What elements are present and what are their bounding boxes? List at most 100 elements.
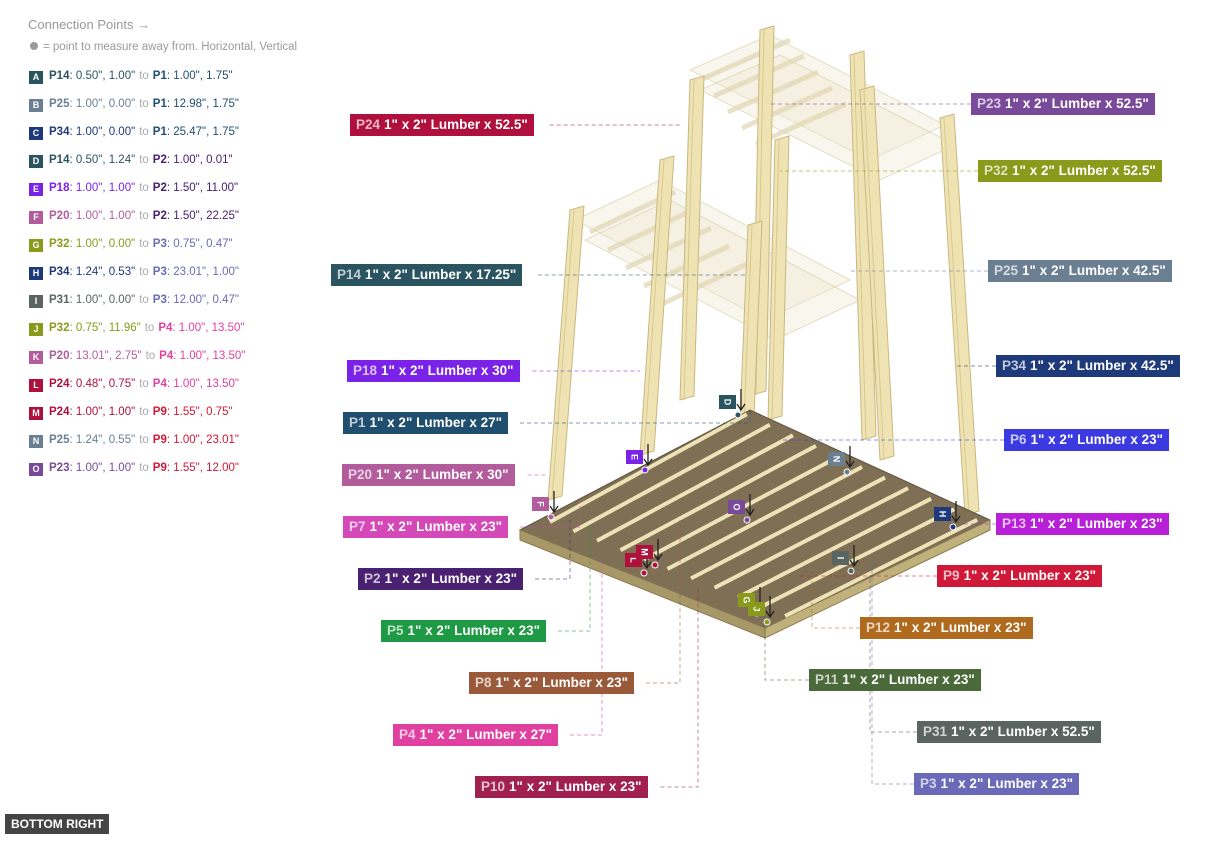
- part-id: P12: [866, 620, 891, 635]
- deck-edge-right: [764, 519, 991, 639]
- down-arrow-icon: [951, 501, 961, 524]
- connection-letter-badge: B: [29, 99, 43, 112]
- ghost-slat: [740, 85, 834, 131]
- connection-to-part: P9: [152, 434, 167, 446]
- post-edge: [743, 224, 753, 421]
- connection-to-coords: 1.55", 0.75": [173, 406, 233, 418]
- connection-to-part: P3: [152, 294, 167, 306]
- connection-marker[interactable]: J: [748, 596, 775, 626]
- part-id: P14: [337, 267, 362, 282]
- connection-to-coords: 12.98", 1.75": [173, 98, 239, 110]
- connection-from-part: P31: [49, 294, 70, 306]
- deck-slat: [737, 496, 933, 600]
- connection-marker[interactable]: F: [532, 491, 559, 521]
- part-id: P4: [399, 727, 416, 742]
- connection-marker-letter: E: [630, 454, 640, 460]
- connection-to-word: to: [139, 126, 149, 138]
- connection-from-part: P32: [49, 322, 70, 334]
- part-id: P24: [356, 117, 381, 132]
- connection-marker[interactable]: O: [728, 494, 755, 524]
- part-desc: 1" x 2" Lumber x 17.25": [365, 267, 517, 282]
- connection-to-word: to: [139, 294, 149, 306]
- connection-to-part: P1: [152, 98, 167, 110]
- part-desc: 1" x 2" Lumber x 23": [369, 519, 503, 534]
- connection-marker[interactable]: E: [626, 444, 653, 474]
- frame-structure: [518, 25, 992, 639]
- part-id: P11: [815, 672, 839, 687]
- connection-marker-badge: [934, 507, 951, 521]
- connection-from: P23: 1.00", 1.00": [49, 462, 136, 474]
- post-edge: [643, 159, 665, 456]
- part-id: P7: [349, 519, 366, 534]
- connection-from-part: P25: [49, 98, 70, 110]
- down-arrow-icon: [549, 491, 559, 514]
- connection-from-coords: 1.00", 0.00": [75, 126, 136, 138]
- connection-letter-badge: I: [29, 295, 43, 308]
- connection-marker[interactable]: M: [636, 539, 663, 569]
- ghost-slat: [698, 37, 792, 83]
- connection-marker-badge: [626, 450, 643, 464]
- measure-point-icon: [743, 516, 751, 524]
- connection-marker[interactable]: N: [828, 446, 855, 476]
- part-desc: 1" x 2" Lumber x 30": [381, 363, 514, 378]
- connection-to: P1: 25.47", 1.75": [152, 126, 239, 138]
- connection-marker-letter: J: [752, 606, 762, 611]
- part-desc: 1" x 2" Lumber x 52.5": [1012, 163, 1156, 178]
- connection-from-part: P14: [49, 154, 70, 166]
- connection-to-word: to: [139, 154, 149, 166]
- connection-from-part: P25: [49, 434, 70, 446]
- connection-marker[interactable]: I: [832, 545, 859, 575]
- connection-to: P4: 1.00", 13.50": [152, 378, 239, 390]
- deck-slat: [666, 465, 863, 571]
- measure-point-icon: [641, 466, 649, 474]
- connection-marker[interactable]: H: [934, 501, 961, 531]
- connection-to-part: P1: [152, 126, 167, 138]
- view-label[interactable]: BOTTOM RIGHT: [5, 814, 110, 834]
- part-desc: 1" x 2" Lumber x 23": [509, 779, 642, 794]
- connection-to-coords: 0.75", 0.47": [173, 238, 233, 250]
- connection-marker[interactable]: D: [719, 389, 746, 419]
- part-id: P34: [1002, 358, 1027, 373]
- deck-slat: [760, 507, 956, 609]
- connection-marker-badge: [832, 551, 849, 565]
- deck-slat: [619, 444, 817, 552]
- connection-from: P32: 1.00", 0.00": [49, 238, 136, 250]
- connection-from-part: P32: [49, 238, 70, 250]
- part-id: P6: [1010, 432, 1027, 447]
- connection-from-coords: 1.00", 0.00": [75, 294, 136, 306]
- connection-letter-badge: N: [29, 435, 43, 448]
- part-desc: 1" x 2" Lumber x 52.5": [384, 117, 528, 132]
- connection-from-coords: 1.00", 1.00": [75, 406, 136, 418]
- part-id: P9: [943, 568, 960, 583]
- measure-point-icon: [640, 569, 648, 577]
- connection-letter-badge: F: [29, 211, 43, 224]
- connection-from-coords: 1.24", 0.55": [75, 434, 136, 446]
- connection-from: P25: 1.24", 0.55": [49, 434, 136, 446]
